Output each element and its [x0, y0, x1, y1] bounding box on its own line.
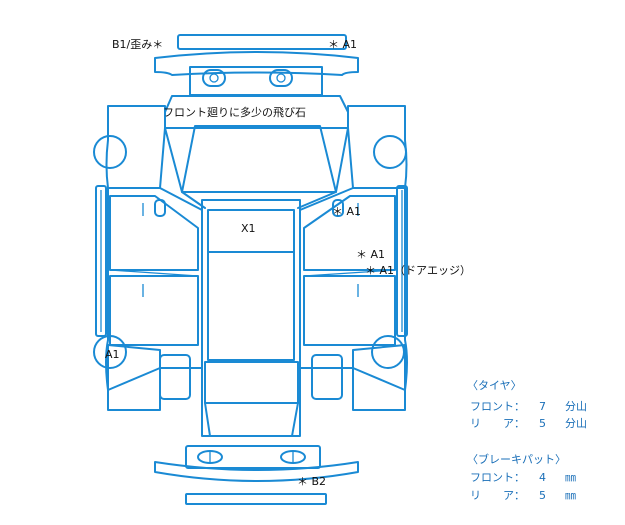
annotation-b1: B1/歪み＊ [112, 38, 164, 51]
brake-front-label: フロント： [470, 471, 525, 484]
left-mirror [154, 199, 166, 217]
left-belt-line [109, 269, 199, 277]
annotation-a1-door-front: ＊ A1 [356, 248, 386, 261]
tire-rear-value: 5 [539, 417, 546, 430]
front-bumper-strip [177, 34, 347, 50]
annotation-x1: X1 [241, 222, 256, 235]
tire-front-value: 7 [539, 400, 546, 413]
front-fender-right [347, 105, 408, 189]
annotation-a1-door-edge: ＊ A1（ドアエッジ） [365, 264, 472, 277]
rear-garnish [185, 445, 321, 469]
tire-rear-unit: 分山 [565, 417, 587, 430]
rear-wheel-right [371, 335, 405, 369]
trunk [204, 402, 299, 437]
front-fog-lamp-left-inner [209, 73, 219, 83]
front-fog-lamp-left [202, 69, 226, 87]
tire-front-unit: 分山 [565, 400, 587, 413]
a-pillar-right [297, 127, 349, 209]
annotation-a1-left: A1 [105, 348, 120, 361]
left-body-side [105, 187, 203, 391]
front-fog-lamp-right [269, 69, 293, 87]
annotation-a1-bumper: ＊ A1 [328, 38, 358, 51]
windshield [181, 125, 337, 193]
front-wheel-left [93, 135, 127, 169]
tire-rear-label: リ ア： [470, 417, 525, 430]
roof-outer [201, 199, 301, 437]
annotation-b2-rear: ＊ B2 [297, 475, 327, 488]
tire-header: 〈タイヤ〉 [467, 379, 522, 392]
front-bumper [154, 51, 359, 76]
rear-light-left [159, 354, 191, 400]
brake-header: 〈ブレーキパット〉 [467, 453, 566, 466]
front-grille [189, 66, 323, 96]
rear-bumper-strip [185, 493, 327, 505]
rear-bumper [154, 461, 359, 482]
right-sill [396, 185, 408, 337]
brake-rear-unit: ㎜ [565, 489, 576, 502]
right-rear-door [303, 275, 396, 346]
brake-rear-value: 5 [539, 489, 546, 502]
a-pillar-left [164, 127, 206, 209]
rear-wheel-left [93, 335, 127, 369]
annotation-front-note: フロント廻りに多少の飛び石 [163, 106, 306, 119]
brake-front-unit: ㎜ [565, 471, 576, 484]
left-front-door [109, 195, 199, 271]
front-fog-lamp-right-inner [276, 73, 286, 83]
right-mirror [332, 199, 344, 217]
right-front-door [303, 195, 396, 271]
rear-fender-left [107, 344, 161, 411]
brake-front-value: 4 [539, 471, 546, 484]
rear-light-right [311, 354, 343, 400]
left-sill [95, 185, 107, 337]
brake-rear-label: リ ア： [470, 489, 525, 502]
front-fender-left [105, 105, 166, 189]
front-wheel-right [373, 135, 407, 169]
right-body-side [299, 187, 408, 391]
left-rear-door [109, 275, 199, 346]
annotation-a1-pillar: ＊ A1 [332, 205, 362, 218]
tire-front-label: フロント： [470, 400, 525, 413]
right-belt-line [303, 269, 396, 277]
rear-window [204, 361, 299, 404]
roof-panel [207, 251, 295, 361]
rear-fender-right [352, 344, 406, 411]
